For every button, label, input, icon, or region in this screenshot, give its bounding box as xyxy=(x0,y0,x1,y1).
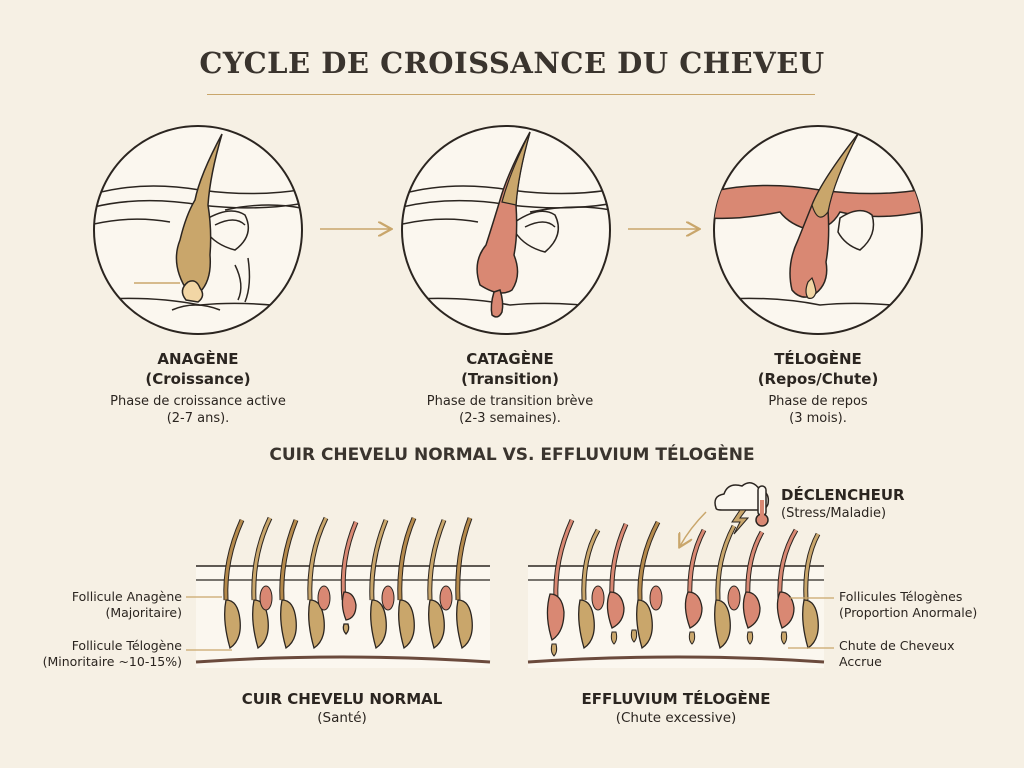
effluvium-caption: EFFLUVIUM TÉLOGÈNE (Chute excessive) xyxy=(526,689,826,727)
catagen-follicle-diagram xyxy=(401,125,611,335)
phase-anagen: ANAGÈNE (Croissance) Phase de croissance… xyxy=(78,349,318,427)
phase-duration: (2-3 semaines). xyxy=(459,411,561,426)
label-line: (Majoritaire) xyxy=(105,605,182,620)
phase-catagen: CATAGÈNE (Transition) Phase de transitio… xyxy=(390,349,630,427)
label-line: Follicule Anagène xyxy=(71,589,182,604)
label-line: (Proportion Anormale) xyxy=(839,605,978,620)
phase-duration: (3 mois). xyxy=(789,411,847,426)
hair-fall-label: Chute de Cheveux Accrue xyxy=(839,638,1019,670)
phase-subtitle: (Repos/Chute) xyxy=(757,370,879,388)
phase-telogen: TÉLOGÈNE (Repos/Chute) Phase de repos (3… xyxy=(698,349,938,427)
effluvium-scalp-diagram xyxy=(527,518,834,668)
caption-subtitle: (Santé) xyxy=(317,710,367,726)
normal-scalp-caption: CUIR CHEVELU NORMAL (Santé) xyxy=(192,689,492,727)
normal-scalp-diagram xyxy=(186,516,491,668)
lightning-icon xyxy=(731,509,750,535)
telogen-follicle-label: Follicule Télogène (Minoritaire ~10-15%) xyxy=(20,638,182,670)
phase-duration: (2-7 ans). xyxy=(166,411,230,426)
phase-description: Phase de croissance active xyxy=(110,394,286,409)
telogen-follicle-diagram xyxy=(713,125,923,335)
phase-name: CATAGÈNE xyxy=(466,350,554,368)
label-line: Chute de Cheveux xyxy=(839,638,955,653)
label-line: (Minoritaire ~10-15%) xyxy=(42,654,182,669)
label-line: Follicules Télogènes xyxy=(839,589,963,604)
trigger-arrow-icon xyxy=(680,511,707,546)
phase-description: Phase de repos xyxy=(768,394,868,409)
phase-name: ANAGÈNE xyxy=(157,350,239,368)
caption-name: EFFLUVIUM TÉLOGÈNE xyxy=(581,690,771,708)
page-title: CYCLE DE CROISSANCE DU CHEVEU xyxy=(199,46,825,80)
phase-subtitle: (Transition) xyxy=(461,370,559,388)
caption-subtitle: (Chute excessive) xyxy=(615,710,737,726)
label-line: Follicule Télogène xyxy=(71,638,182,653)
comparison-title: CUIR CHEVELU NORMAL VS. EFFLUVIUM TÉLOGÈ… xyxy=(269,445,755,465)
label-line: Accrue xyxy=(839,654,882,669)
phase-description: Phase de transition brève xyxy=(426,394,594,409)
thermometer-icon xyxy=(755,485,769,527)
trigger-title: DÉCLENCHEUR xyxy=(781,486,905,504)
caption-name: CUIR CHEVELU NORMAL xyxy=(241,690,443,708)
phase-name: TÉLOGÈNE xyxy=(774,350,862,368)
telogen-follicles-label: Follicules Télogènes (Proportion Anormal… xyxy=(839,589,1019,621)
anagen-follicle-diagram xyxy=(93,125,303,335)
anagen-follicle-label: Follicule Anagène (Majoritaire) xyxy=(20,589,182,621)
title-divider xyxy=(207,94,815,95)
trigger-subtitle: (Stress/Maladie) xyxy=(781,506,887,521)
phase-subtitle: (Croissance) xyxy=(145,370,251,388)
